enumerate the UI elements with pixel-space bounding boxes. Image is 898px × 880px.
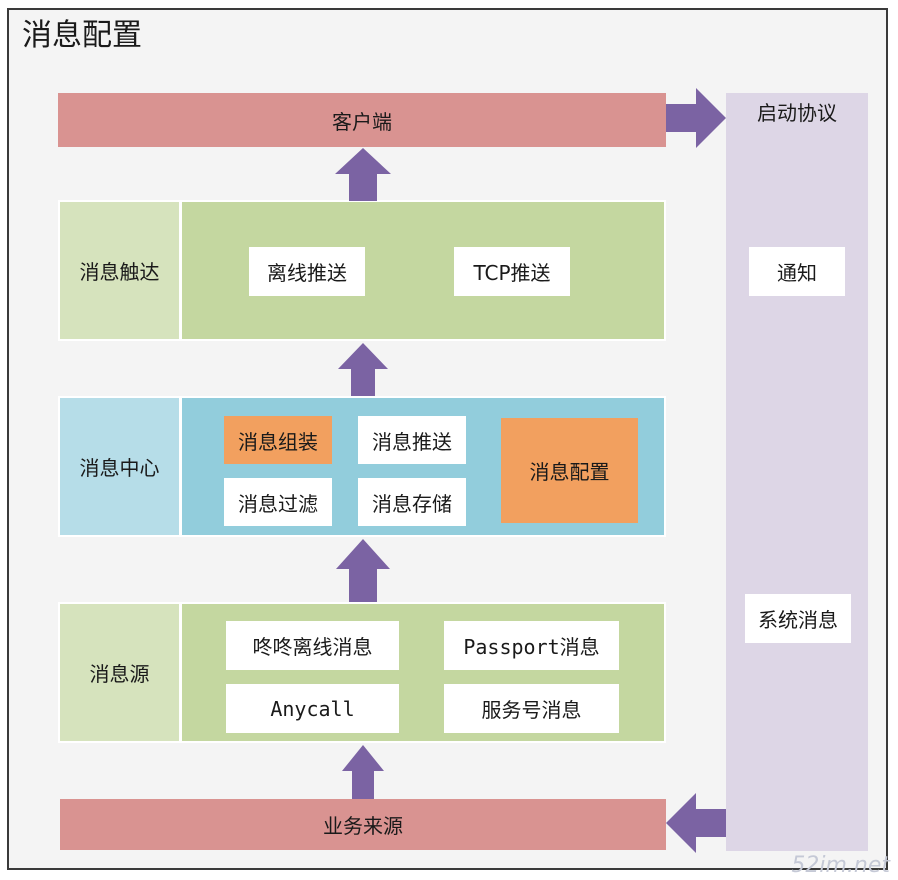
tcp-push-box: TCP推送: [454, 247, 570, 296]
client-band: 客户端: [58, 93, 666, 147]
message-push-box: 消息推送: [358, 416, 466, 464]
arrow-up-to-reach: [338, 343, 388, 396]
center-label: 消息中心: [58, 396, 181, 537]
arrow-left-to-business: [666, 793, 726, 853]
protocol-item-notify: 通知: [749, 247, 845, 296]
dongdong-offline-box: 咚咚离线消息: [226, 621, 399, 670]
arrow-up-to-center: [336, 539, 390, 602]
message-storage-box: 消息存储: [358, 478, 466, 526]
passport-message-box: Passport消息: [444, 621, 619, 670]
message-filter-box: 消息过滤: [224, 478, 332, 526]
protocol-item-system-message: 系统消息: [745, 594, 851, 643]
source-label: 消息源: [58, 602, 181, 743]
message-config-box: 消息配置: [501, 418, 638, 523]
arrow-up-to-source: [342, 745, 384, 799]
protocol-title: 启动协议: [757, 100, 837, 125]
offline-push-box: 离线推送: [249, 247, 365, 296]
anycall-box: Anycall: [226, 684, 399, 733]
diagram-title: 消息配置: [22, 18, 142, 53]
service-account-box: 服务号消息: [444, 684, 619, 733]
protocol-column: [726, 93, 868, 851]
business-band: 业务来源: [60, 799, 666, 850]
arrow-up-to-client: [335, 148, 391, 201]
message-assembly-box: 消息组装: [224, 416, 332, 464]
arrow-right-to-protocol: [666, 88, 726, 148]
watermark-text: 52im.net: [791, 853, 890, 878]
reach-label: 消息触达: [58, 200, 181, 341]
